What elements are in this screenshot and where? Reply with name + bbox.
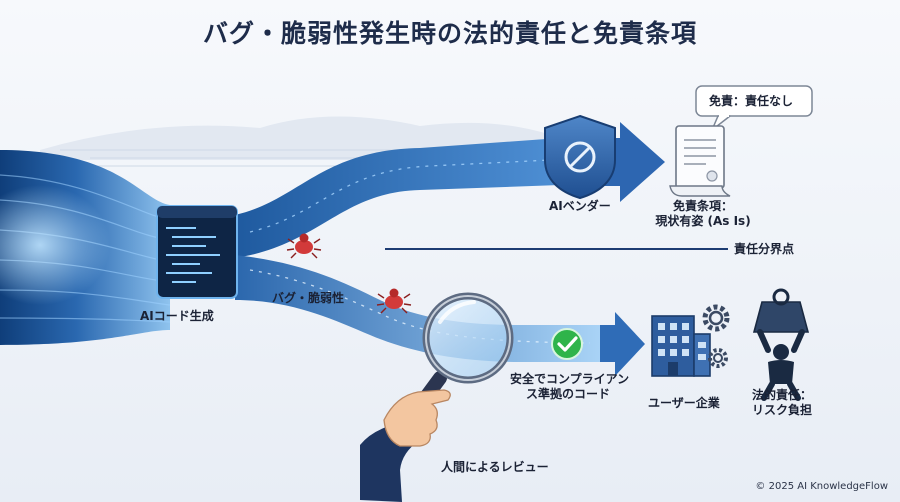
gear-icon: [708, 348, 728, 368]
speech-bubble: [695, 85, 813, 131]
liability-label-line2: リスク負担: [751, 403, 812, 417]
user-arrow: [600, 312, 645, 376]
document-icon: [669, 125, 731, 197]
disclaimer-label-line1: 免責条項：: [672, 199, 733, 213]
safe-code-label-line1: 安全でコンプライアン: [510, 372, 630, 386]
gear-icon: [702, 304, 730, 332]
shield-icon: [544, 114, 616, 200]
safe-code-label-line2: ス準拠のコード: [525, 387, 610, 401]
disclaimer-label-line2: 現状有姿 (As Is): [655, 214, 751, 228]
checkmark-icon: [551, 328, 583, 360]
code-screen-icon: [156, 205, 238, 299]
building-icon: [651, 315, 711, 377]
safe-code-label: 安全でコンプライアン ス準拠のコード: [510, 372, 630, 402]
upper-stream: [235, 138, 560, 258]
boundary-label: 責任分界点: [734, 242, 795, 256]
ai-code-label: AIコード生成: [140, 309, 214, 323]
human-review-label: 人間によるレビュー: [441, 460, 549, 474]
page-title: バグ・脆弱性発生時の法的責任と免責条項: [202, 19, 697, 48]
copyright-text: © 2025 AI KnowledgeFlow: [755, 481, 888, 492]
liability-label: 法的責任： リスク負担: [744, 388, 820, 418]
user-company-label: ユーザー企業: [648, 396, 720, 410]
bug-icon: [286, 233, 322, 259]
weight-person-icon: [752, 288, 810, 401]
bug-icon: [376, 288, 412, 314]
ai-vendor-label: AIベンダー: [549, 199, 611, 213]
lower-stream: [235, 255, 600, 362]
speech-bubble-text: 免責：責任なし: [709, 94, 794, 108]
liability-label-line1: 法的責任：: [751, 388, 812, 402]
disclaimer-label: 免責条項： 現状有姿 (As Is): [648, 199, 758, 229]
bugs-label: バグ・脆弱性: [272, 291, 345, 305]
hand-illustration: [360, 389, 451, 502]
